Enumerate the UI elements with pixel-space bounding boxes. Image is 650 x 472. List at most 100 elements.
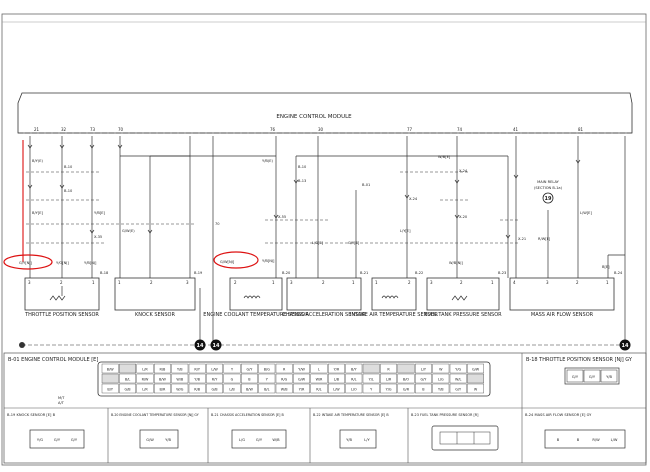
ecm-pin-cell — [345, 373, 363, 384]
ecm-pin-color: Y/R — [334, 367, 340, 371]
sensor-connector-id: B-22 — [415, 271, 423, 275]
sensor-fuel-tank-pressure: 3 2 1 B-23 FUEL TANK PRESSURE SENSOR — [424, 271, 506, 318]
ecm-pin-color: L/W — [333, 387, 340, 391]
maf-pin: L/W — [611, 438, 618, 442]
ecm-pin-color: L — [318, 367, 320, 371]
ect-pin: G/W — [146, 438, 154, 442]
ecm-pin-color: R/L — [316, 387, 321, 391]
ecm-pin-cell — [415, 373, 432, 384]
ecm-pin-color: G/W — [472, 367, 480, 371]
ecm-pin-color: B/W — [159, 377, 166, 381]
ecm-pin-cell — [188, 373, 206, 384]
ecm-pin-color: R — [387, 367, 390, 371]
connector-tag: X-55 — [278, 215, 286, 219]
ecm-pin-cell — [449, 363, 467, 374]
wire-label: G/W(E) — [122, 229, 135, 233]
ecm-pin-cell — [240, 383, 258, 394]
ecm-pin-cell — [345, 383, 363, 394]
sensor-intake-air-temp: 1 2 B-22 INTAKE AIR TEMPERATURE SENSOR — [350, 271, 438, 318]
sensor-connector-id: B-20 — [282, 271, 291, 275]
ecm-pin-cell — [293, 363, 310, 374]
connector-tag: X-20 — [459, 215, 468, 219]
ecm-pin-label: 70 — [118, 127, 124, 132]
knock-pin: G/Y — [71, 438, 78, 442]
connector-tag: X-24 — [409, 197, 418, 201]
sensor-pin: 1 — [606, 280, 609, 285]
ecm-pin-cell — [432, 383, 450, 394]
ecm-pin-color: R/Y — [212, 377, 218, 381]
ecm-pin-cell — [328, 363, 345, 374]
ecm-pin-cell — [275, 373, 293, 384]
ecm-pin-cell — [362, 383, 380, 394]
ecm-pin-color: Y/G — [386, 387, 392, 391]
ecm-pin-cell — [328, 383, 345, 394]
connector-tag: X-21 — [518, 237, 526, 241]
wire-label: Y/B[E] — [94, 211, 106, 215]
sensor-pin: 1 — [352, 280, 355, 285]
ecm-pin-label: 30 — [318, 127, 324, 132]
ecm-pin-cell — [380, 383, 397, 394]
ecm-pin-color: L/B — [334, 377, 340, 381]
ecm-pin-cell — [328, 373, 345, 384]
sensor-pin: 2 — [460, 280, 463, 285]
ecm-connector-title: B-01 ENGINE CONTROL MODULE [E] — [8, 357, 98, 363]
ground-number: 14 — [197, 343, 204, 349]
ecm-pin-color: B/W — [246, 387, 253, 391]
connector-views: B-01 ENGINE CONTROL MODULE [E] B-18 THRO… — [3, 352, 647, 464]
ecm-pin-cell — [171, 383, 189, 394]
ecm-pin-cell — [449, 373, 467, 384]
wire-label: G/W[NJ] — [220, 260, 235, 264]
sensor-pin: 3 — [28, 280, 31, 285]
ecm-pin-cell — [310, 383, 328, 394]
sensor-throttle-position: 3 2 1 B-18 THROTTLE POSITION SENSOR — [24, 271, 109, 318]
ecm-pin-cell — [432, 363, 450, 374]
sensor-pin: 1 — [491, 280, 494, 285]
ecm-pin-color: L/R — [142, 367, 148, 371]
knock-pin: Y/G — [37, 438, 43, 442]
ecm-pin-cell — [206, 383, 223, 394]
ecm-pin-cell — [240, 363, 258, 374]
tps-pin: G/Y — [572, 375, 579, 379]
sensor-name: INTAKE AIR TEMPERATURE SENSOR — [350, 312, 438, 318]
ground-badge — [210, 339, 222, 351]
sensor-name: THROTTLE POSITION SENSOR — [24, 312, 99, 318]
ecm-pin-color: R/G — [281, 377, 287, 381]
wire-label: G/Y[NJ] — [19, 261, 32, 265]
ground-number: 14 — [213, 343, 220, 349]
ecm-pin-color: L/B — [229, 387, 235, 391]
knock-connector-title: B-19 KNOCK SENSOR [E] B — [7, 413, 56, 417]
ecm-pin-color: Y/R — [299, 387, 305, 391]
chassis-pin: G/Y — [256, 438, 263, 442]
ecm-pin-cell — [415, 363, 432, 374]
legend-mt: M/T — [58, 396, 65, 400]
ecm-pin-color: R/B — [194, 387, 200, 391]
wire-label: 70 — [215, 222, 220, 226]
ecm-pin-label: 21 — [34, 127, 40, 132]
wire-label: W/B[NJ] — [449, 261, 463, 265]
ecm-pin-cell — [153, 363, 171, 374]
sensor-name: CHASSIS ACCELERATION SENSOR — [282, 312, 366, 318]
ecm-pin-label: 81 — [578, 127, 584, 132]
ecm-title: ENGINE CONTROL MODULE — [276, 114, 352, 120]
ecm-pin-color: G/B — [212, 387, 219, 391]
ecm-pin-color: W — [474, 387, 478, 391]
maf-pin: R/W — [592, 438, 600, 442]
ecm-pin-cell — [171, 373, 189, 384]
connector-tag: B-10 — [64, 189, 73, 193]
sensor-name: KNOCK SENSOR — [135, 312, 175, 318]
ecm-pin-cell — [119, 363, 137, 374]
ecm-pin-color: Y/W — [298, 367, 305, 371]
ftp-connector-face — [431, 425, 499, 451]
ecm-pin-cell — [449, 383, 467, 394]
ecm-pin-cell — [397, 383, 415, 394]
ecm-pin-cell — [293, 373, 310, 384]
ect-pin: Y/B — [165, 438, 171, 442]
connector-tag: B-10 — [298, 165, 307, 169]
ecm-pin-cell — [258, 383, 276, 394]
ecm-pin-color: Y — [266, 377, 269, 381]
ecm-pin-cell — [415, 383, 432, 394]
ecm-pin-label: 41 — [513, 127, 519, 132]
ecm-pin-cell — [397, 363, 415, 374]
main-relay: MAIN RELAY (SECTION B-1a) 19 — [534, 180, 563, 204]
maf-pin: B — [577, 438, 580, 442]
